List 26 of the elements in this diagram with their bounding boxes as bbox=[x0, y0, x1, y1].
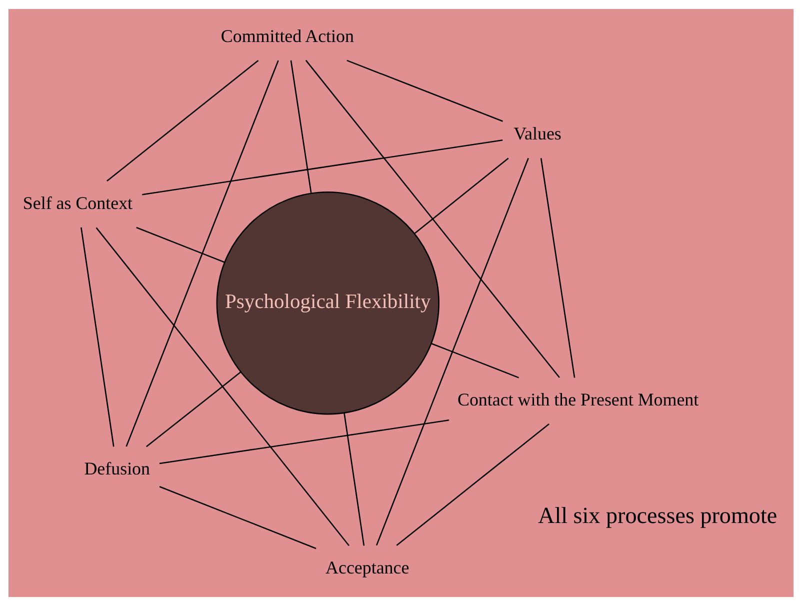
connector bbox=[396, 422, 550, 546]
connector bbox=[80, 226, 114, 446]
connector bbox=[136, 226, 225, 262]
connector bbox=[159, 486, 316, 549]
node-text: Values bbox=[514, 123, 562, 144]
connector bbox=[376, 157, 529, 546]
node-text: Self as Context bbox=[22, 192, 133, 213]
connector bbox=[96, 226, 350, 546]
node-text: Defusion bbox=[84, 458, 150, 478]
connector bbox=[305, 59, 560, 378]
connector bbox=[344, 412, 365, 546]
connector bbox=[414, 157, 509, 234]
node-text: Committed Action bbox=[220, 25, 354, 46]
connector bbox=[142, 138, 503, 195]
node-circle: Psychological Flexibility bbox=[216, 190, 440, 414]
connector bbox=[540, 158, 576, 378]
connector bbox=[146, 371, 241, 447]
connector bbox=[290, 60, 312, 192]
connector bbox=[431, 342, 519, 378]
connector bbox=[159, 419, 450, 464]
connector bbox=[106, 59, 259, 182]
label: All six processes promote bbox=[538, 502, 778, 528]
node-text: Contact with the Present Moment bbox=[457, 389, 699, 410]
connector bbox=[126, 60, 279, 446]
node-text: Acceptance bbox=[326, 557, 410, 578]
connector bbox=[346, 59, 503, 122]
